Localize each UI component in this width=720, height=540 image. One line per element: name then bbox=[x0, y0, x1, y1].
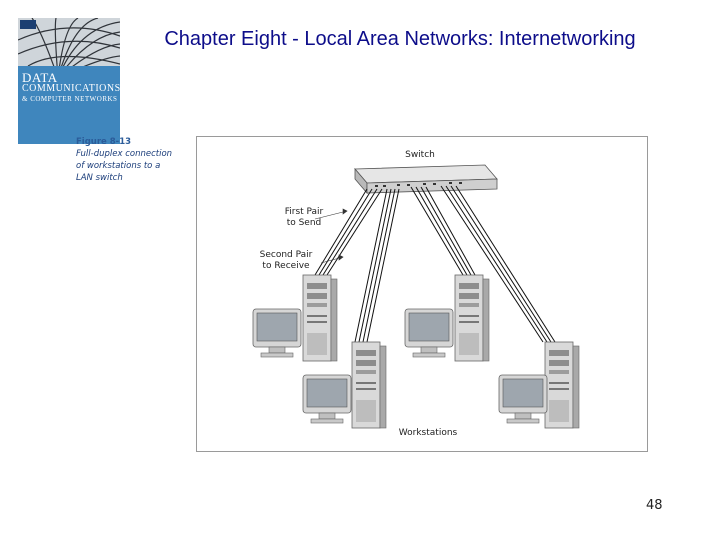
workstation-1 bbox=[252, 274, 338, 362]
cover-photo bbox=[18, 18, 120, 79]
cover-title: DATA COMMUNICATIONS & COMPUTER NETWORKS bbox=[22, 70, 120, 103]
switch-device bbox=[354, 164, 498, 195]
workstation-4 bbox=[498, 341, 580, 429]
first-pair-label: First Pair to Send bbox=[284, 207, 324, 228]
workstations-label: Workstations bbox=[398, 428, 458, 438]
page-number: 48 bbox=[646, 498, 663, 513]
switch-label: Switch bbox=[405, 150, 435, 160]
slide-title: Chapter Eight - Local Area Networks: Int… bbox=[164, 28, 636, 50]
figure-caption: Figure 8-13 Full-duplex connection of wo… bbox=[76, 137, 173, 183]
figure-number: Figure 8-13 bbox=[76, 137, 132, 147]
second-pair-label: Second Pair to Receive bbox=[259, 250, 313, 271]
workstation-3 bbox=[404, 274, 490, 362]
cable-pairs bbox=[314, 185, 556, 343]
figure-diagram: Switch First Pair to Send Second Pair to… bbox=[196, 136, 648, 452]
book-cover-image: DATA COMMUNICATIONS & COMPUTER NETWORKS bbox=[18, 18, 120, 144]
